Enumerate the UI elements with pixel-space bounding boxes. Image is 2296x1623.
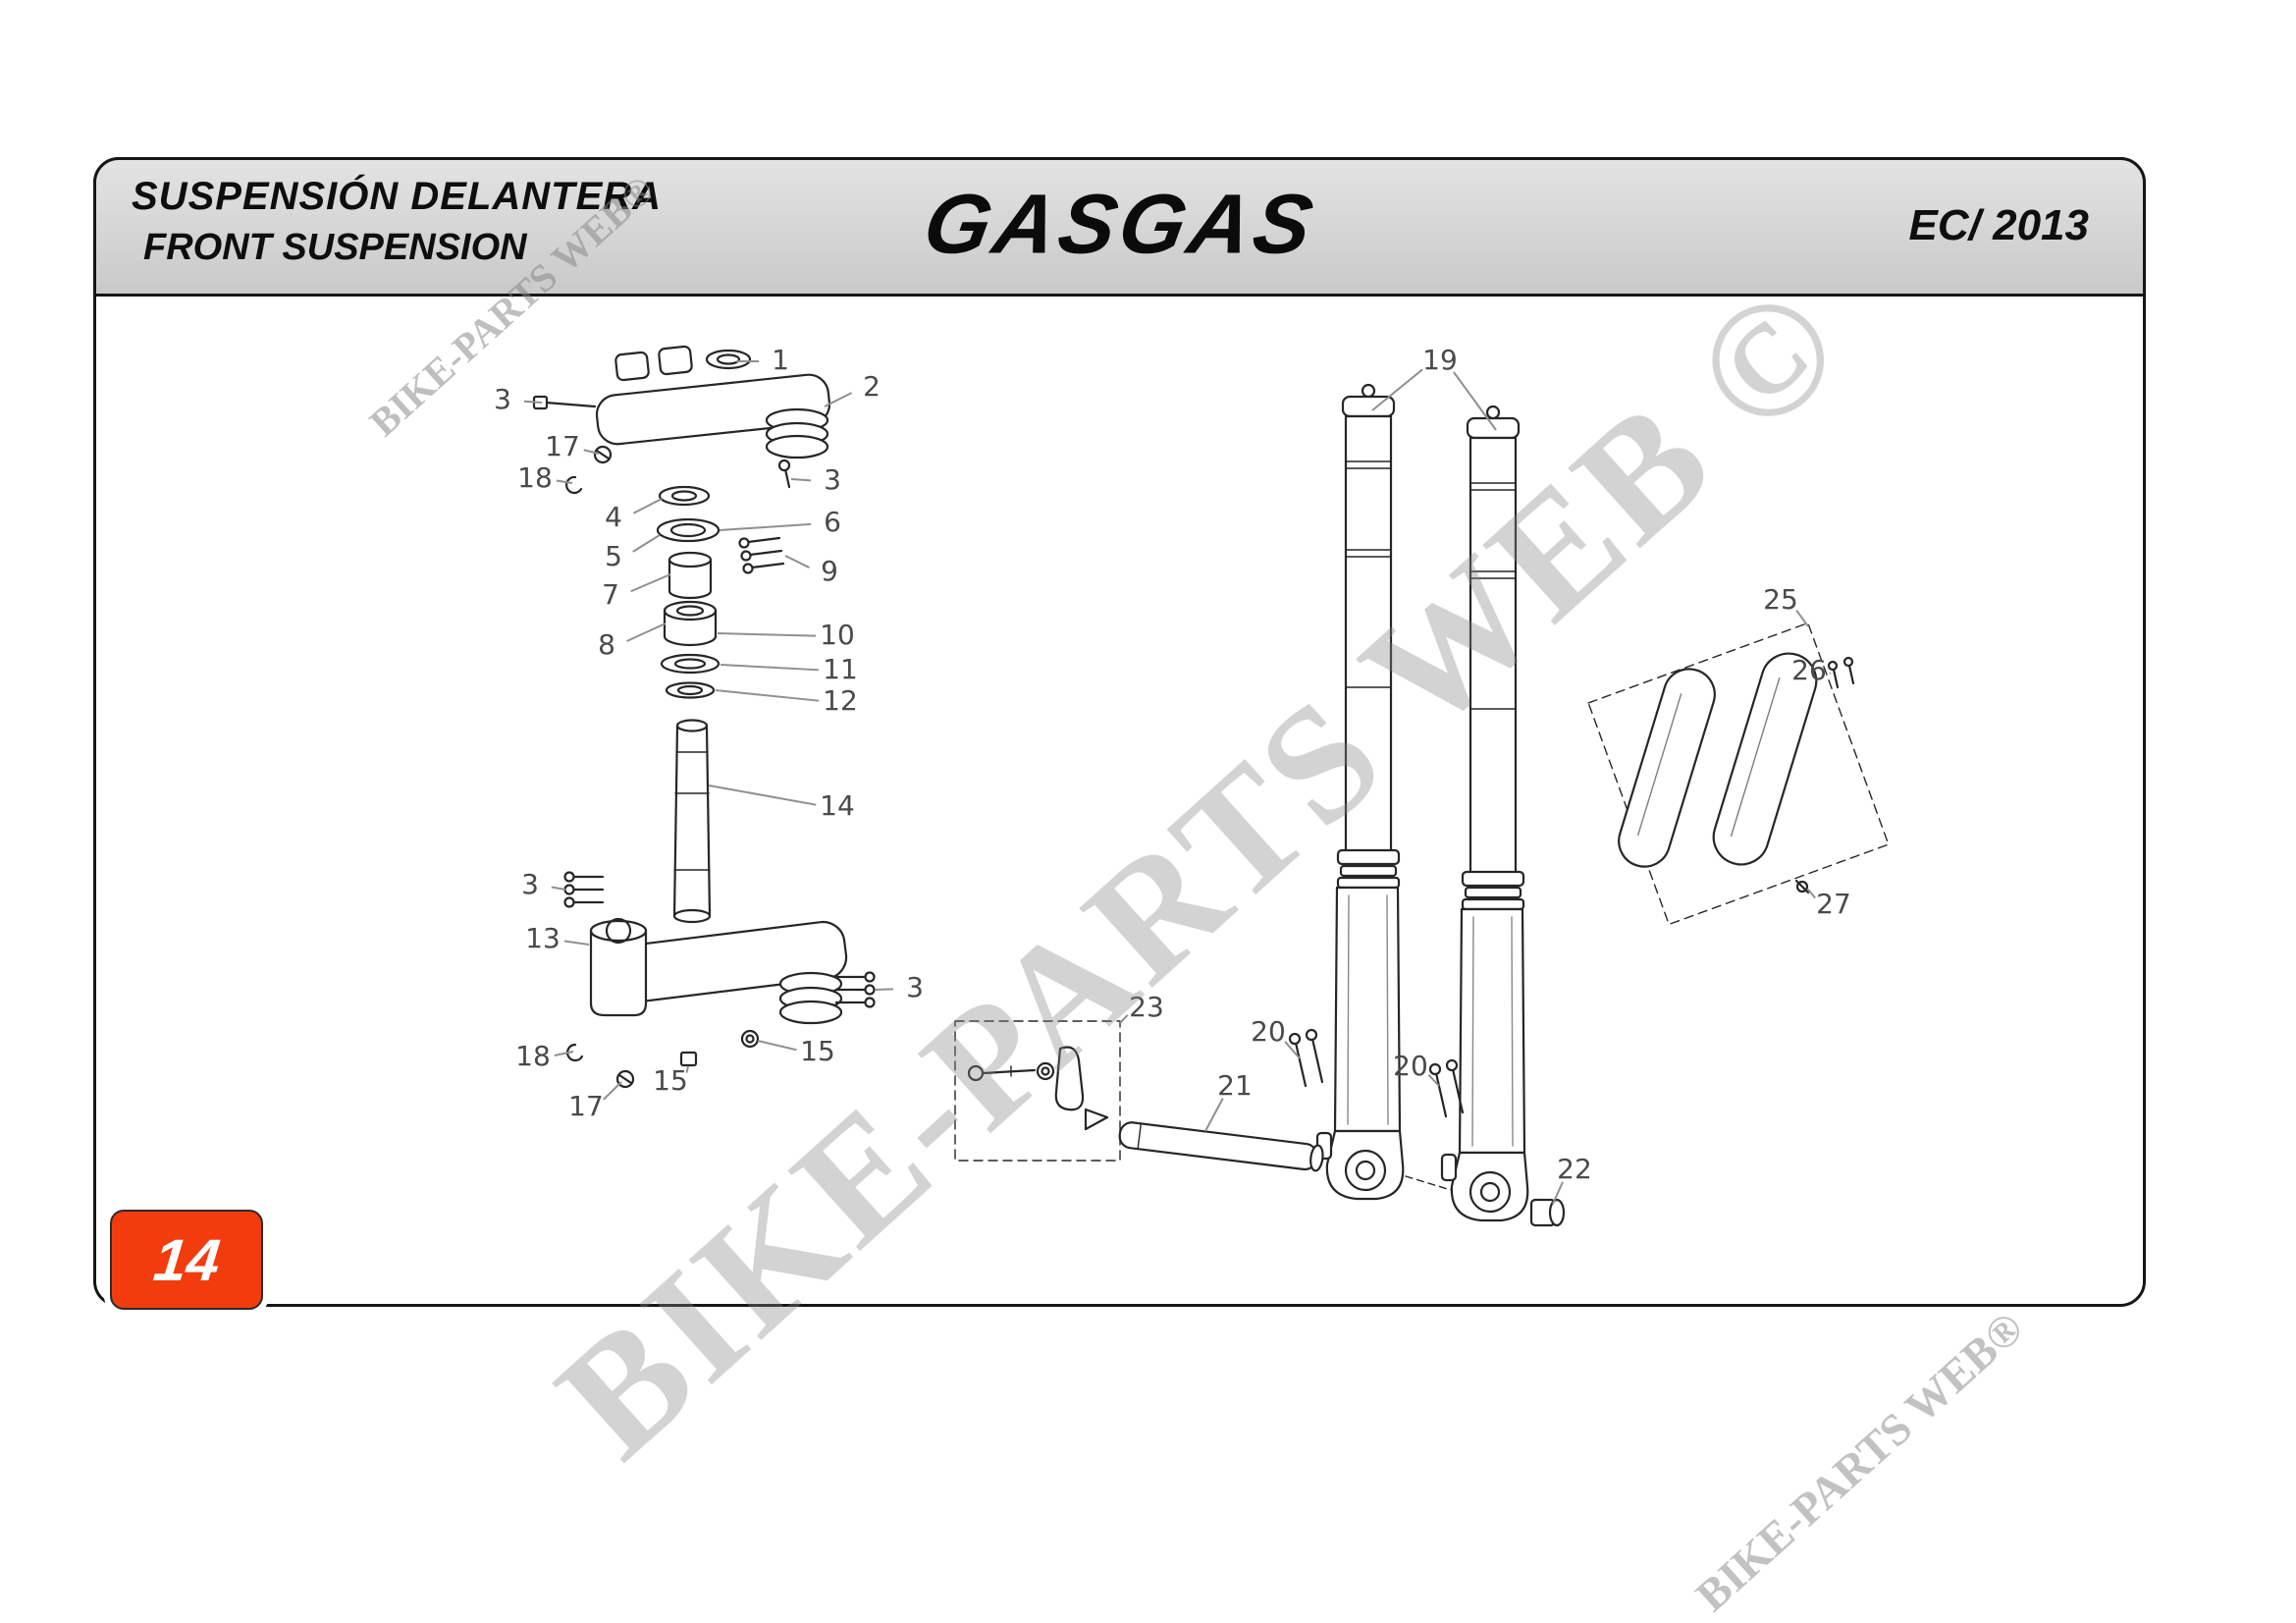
- title-es: SUSPENSIÓN DELANTERA: [132, 175, 663, 218]
- callout-15: 15: [800, 1035, 835, 1067]
- callout-leader-12: [715, 689, 820, 702]
- callout-23: 23: [1129, 991, 1164, 1023]
- lower-triple-clamp: [563, 871, 876, 1089]
- front-axle: [1118, 1121, 1324, 1172]
- callout-13: 13: [525, 922, 561, 954]
- title-en: FRONT SUSPENSION: [143, 227, 527, 268]
- page-number: 14: [150, 1226, 223, 1293]
- callout-leader-18: [554, 1051, 574, 1056]
- catalog-sheet: SUSPENSIÓN DELANTERA FRONT SUSPENSION GA…: [93, 157, 2146, 1307]
- callout-8: 8: [598, 628, 615, 661]
- callout-9: 9: [821, 555, 838, 587]
- callout-leader-19: [1453, 371, 1497, 431]
- callout-14: 14: [820, 789, 855, 822]
- callout-3: 3: [494, 383, 511, 415]
- callout-leader-3: [551, 886, 566, 891]
- callout-leader-23: [1119, 1014, 1129, 1024]
- callout-leader-26: [1829, 672, 1832, 675]
- guard-bolts-right: [1428, 1058, 1465, 1118]
- callout-26: 26: [1791, 654, 1827, 686]
- callout-leader-27: [1807, 889, 1817, 899]
- retaining-clip: [565, 475, 583, 495]
- callout-6: 6: [824, 506, 841, 538]
- callout-leader-21: [1204, 1098, 1224, 1132]
- model-code: EC/ 2013: [1908, 201, 2089, 249]
- callout-20: 20: [1251, 1015, 1286, 1048]
- callout-12: 12: [823, 684, 858, 717]
- fork-cap-left: [1361, 383, 1376, 399]
- callout-3: 3: [521, 868, 539, 900]
- callout-17: 17: [545, 430, 580, 462]
- callout-18: 18: [515, 1040, 551, 1072]
- callout-17: 17: [568, 1090, 604, 1122]
- callout-leader-11: [720, 664, 820, 672]
- callout-leader-10: [717, 632, 817, 637]
- page-number-badge: 14: [110, 1210, 263, 1310]
- callout-leader-7: [630, 573, 671, 593]
- callout-leader-4: [632, 498, 663, 514]
- axle-tool-kit: [954, 1020, 1121, 1162]
- callout-leader-2: [824, 392, 852, 407]
- callout-leader-6: [719, 522, 812, 531]
- steering-bearing-stack: [656, 485, 785, 699]
- callout-25: 25: [1763, 583, 1798, 616]
- guard-bolts-left: [1288, 1028, 1324, 1088]
- callout-11: 11: [823, 653, 858, 685]
- callout-leader-15: [757, 1040, 797, 1052]
- page-title: SUSPENSIÓN DELANTERA FRONT SUSPENSION: [132, 174, 662, 270]
- callout-leader-13: [563, 940, 590, 946]
- callout-leader-22: [1552, 1181, 1564, 1205]
- callout-5: 5: [605, 540, 622, 572]
- callout-leader-17: [603, 1081, 622, 1101]
- callout-15: 15: [653, 1064, 688, 1097]
- callout-leader-5: [632, 534, 661, 553]
- callout-leader-9: [784, 555, 810, 568]
- callout-18: 18: [517, 461, 553, 494]
- steering-stem-cap: [705, 349, 752, 370]
- callout-27: 27: [1816, 888, 1851, 920]
- callout-leader-8: [626, 622, 667, 642]
- fork-leg-right: [1440, 405, 1529, 1222]
- axle-nut: [1529, 1198, 1566, 1227]
- callout-22: 22: [1557, 1153, 1592, 1185]
- callout-leader-25: [1795, 609, 1809, 627]
- callout-leader-3: [523, 400, 543, 404]
- fork-protector-kit: [1587, 622, 1890, 926]
- callout-7: 7: [602, 578, 619, 611]
- callout-20: 20: [1393, 1050, 1428, 1082]
- steering-stem: [672, 719, 712, 924]
- sheet-header: SUSPENSIÓN DELANTERA FRONT SUSPENSION GA…: [93, 157, 2146, 297]
- callout-10: 10: [820, 619, 855, 651]
- callout-leader-15: [685, 1065, 689, 1073]
- upper-triple-clamp: [532, 345, 831, 495]
- callout-leader-18: [556, 479, 573, 484]
- callout-leader-3: [875, 988, 894, 991]
- callout-4: 4: [605, 501, 622, 533]
- callout-leader-20: [1284, 1041, 1301, 1059]
- callout-21: 21: [1217, 1069, 1253, 1102]
- fork-cap-right: [1485, 405, 1501, 420]
- callout-1: 1: [772, 344, 789, 376]
- callout-3: 3: [824, 463, 841, 496]
- callout-leader-17: [583, 449, 600, 455]
- callout-leader-20: [1427, 1073, 1440, 1087]
- callout-leader-19: [1371, 368, 1423, 411]
- callout-3: 3: [906, 971, 924, 1003]
- callout-leader-14: [708, 784, 817, 806]
- callout-2: 2: [863, 370, 881, 403]
- fork-leg-left: [1315, 383, 1405, 1201]
- callout-19: 19: [1422, 344, 1458, 376]
- assembly-reference-line: [1405, 1175, 1452, 1191]
- callout-leader-3: [790, 478, 812, 482]
